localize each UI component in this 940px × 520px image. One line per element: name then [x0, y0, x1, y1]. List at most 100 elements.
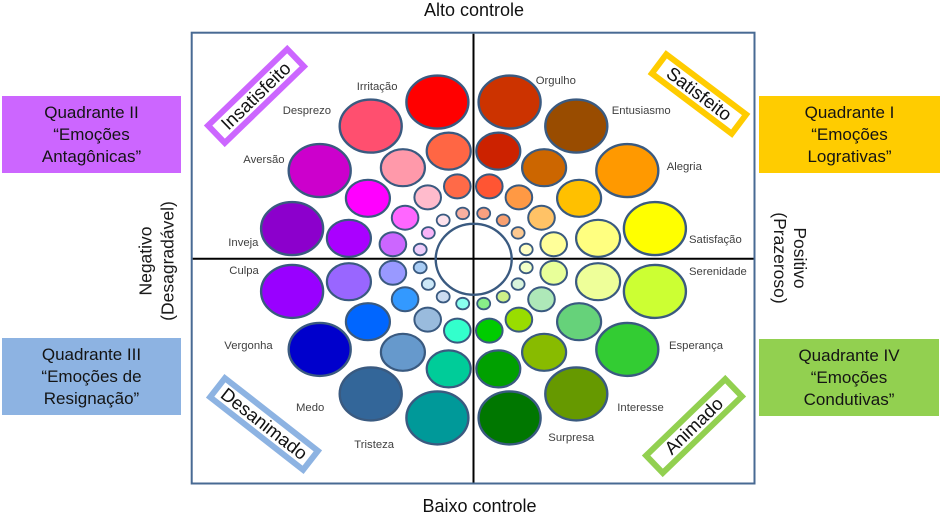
emotion-circle-vergonha-intensity-1 [420, 277, 436, 291]
emotion-circles-group [259, 74, 688, 446]
axis-label-positive: Positivo (Prazeroso) [770, 183, 810, 333]
quadrant-i-name-line1: “Emoções [811, 124, 888, 144]
emotion-circle-serenidade-intensity-4 [622, 263, 688, 320]
axis-label-positive-line2: (Prazeroso) [770, 211, 790, 304]
emotion-circle-inveja-intensity-3 [325, 218, 372, 258]
emotion-circle-surpresa-intensity-4 [477, 390, 542, 446]
emotion-circle-entusiasmo-intensity-1 [495, 213, 511, 228]
axis-label-low-control: Baixo controle [422, 495, 537, 516]
quadrant-iii-title: Quadrante III [41, 344, 142, 364]
quadrant-ii-name-line2: Antagônicas” [41, 146, 142, 166]
quadrant-iv-box: Quadrante IV “Emoções Condutivas” [759, 339, 939, 416]
emotion-circle-esperanca-intensity-2 [527, 286, 556, 313]
emotion-label-desprezo: Desprezo [282, 104, 332, 117]
emotion-circle-surpresa-intensity-2 [475, 317, 504, 344]
emotion-circle-vergonha-intensity-2 [390, 286, 420, 313]
emotion-circle-irritacao-intensity-4 [405, 74, 470, 130]
emotion-circle-serenidade-intensity-3 [574, 262, 622, 302]
quadrant-i-title: Quadrante I [804, 102, 895, 122]
emotion-circle-desprezo-intensity-1 [435, 213, 451, 228]
emotion-circle-culpa-intensity-4 [259, 263, 325, 320]
emotion-circle-alegria-intensity-1 [510, 226, 526, 240]
axis-label-positive-line1: Positivo [790, 226, 810, 289]
emotion-circle-desprezo-intensity-3 [379, 148, 426, 188]
axis-label-negative: Negativo (Desagradável) [136, 186, 179, 336]
center-circle [434, 222, 513, 296]
emotion-label-alegria: Alegria [666, 161, 702, 173]
emotion-circle-aversao-intensity-2 [390, 204, 420, 231]
emotion-circle-orgulho-intensity-4 [477, 74, 542, 130]
emotion-circle-inveja-intensity-2 [378, 231, 408, 258]
emotion-circle-satisfacao-intensity-1 [518, 242, 534, 257]
emotion-circle-desprezo-intensity-2 [413, 184, 443, 211]
emotion-circle-satisfacao-intensity-4 [622, 200, 688, 257]
emotion-circle-esperanca-intensity-3 [555, 302, 603, 342]
quadrant-i-box: Quadrante I “Emoções Logrativas” [759, 96, 940, 173]
emotion-circle-irritacao-intensity-2 [443, 173, 472, 200]
emotion-circle-aversao-intensity-3 [344, 178, 391, 218]
emotion-circle-tristeza-intensity-1 [455, 296, 471, 311]
emotion-label-medo: Medo [296, 401, 325, 414]
emotion-circle-desprezo-intensity-4 [338, 98, 403, 154]
quadrant-iii-name-line2: Resignação” [43, 388, 140, 408]
quadrant-iii-name-line1: “Emoções de [41, 366, 142, 386]
emotion-circle-satisfacao-intensity-3 [574, 218, 622, 258]
emotion-circle-entusiasmo-intensity-4 [544, 98, 609, 154]
emotion-label-interesse: Interesse [617, 401, 664, 414]
emotion-circle-culpa-intensity-2 [378, 259, 408, 286]
emotion-label-aversao: Aversão [243, 154, 285, 166]
emotion-label-entusiasmo: Entusiasmo [611, 105, 671, 117]
emotion-label-serenidade: Serenidade [689, 266, 747, 278]
emotion-circle-vergonha-intensity-3 [344, 302, 391, 342]
emotion-circle-alegria-intensity-3 [555, 178, 603, 218]
emotion-circle-satisfacao-intensity-2 [539, 231, 569, 258]
emotion-circle-aversao-intensity-1 [420, 226, 436, 240]
emotion-circle-aversao-intensity-4 [287, 142, 352, 199]
quadrant-iv-name-line1: “Emoções [810, 367, 888, 387]
emotion-circle-esperanca-intensity-4 [595, 321, 660, 378]
emotion-circle-tristeza-intensity-2 [443, 317, 472, 344]
emotion-label-satisfacao: Satisfação [689, 234, 742, 246]
quadrant-ii-title: Quadrante II [44, 102, 139, 122]
emotion-circle-orgulho-intensity-3 [475, 131, 522, 171]
emotion-circle-inveja-intensity-1 [412, 242, 428, 257]
emotion-circle-orgulho-intensity-1 [476, 206, 492, 221]
emotion-circle-esperanca-intensity-1 [510, 277, 526, 291]
emotion-circle-orgulho-intensity-2 [475, 173, 504, 200]
emotion-circle-surpresa-intensity-1 [476, 296, 492, 311]
axis-label-high-control: Alto controle [423, 0, 525, 20]
emotion-circle-irritacao-intensity-1 [455, 206, 471, 221]
emotion-circle-entusiasmo-intensity-3 [520, 148, 568, 188]
emotion-circle-tristeza-intensity-4 [405, 390, 470, 446]
emotion-circle-irritacao-intensity-3 [425, 131, 472, 171]
axis-label-negative-line1: Negativo [135, 226, 156, 296]
emotion-label-inveja: Inveja [228, 237, 259, 249]
emotion-label-irritacao: Irritação [356, 81, 398, 93]
quadrant-iii-box: Quadrante III “Emoções de Resignação” [2, 338, 181, 415]
axis-label-negative-line2: (Desagradável) [157, 201, 178, 321]
emotion-circle-vergonha-intensity-4 [287, 321, 352, 378]
emotion-circle-serenidade-intensity-2 [539, 259, 569, 286]
quadrant-ii-name-line1: “Emoções [53, 124, 130, 144]
emotion-label-surpresa: Surpresa [548, 432, 595, 444]
emotion-circle-interesse-intensity-4 [544, 366, 609, 422]
quadrant-iv-name-line2: Condutivas” [803, 389, 895, 409]
emotion-circle-interesse-intensity-3 [520, 332, 568, 372]
quadrant-i-name-line2: Logrativas” [807, 146, 892, 166]
emotion-label-orgulho: Orgulho [535, 74, 576, 87]
emotion-circle-alegria-intensity-2 [527, 204, 556, 231]
emotion-circle-culpa-intensity-1 [412, 260, 428, 275]
emotion-circle-surpresa-intensity-3 [475, 349, 522, 389]
emotion-circle-medo-intensity-3 [379, 332, 426, 372]
emotion-circle-alegria-intensity-4 [595, 142, 660, 199]
emotion-circle-interesse-intensity-1 [495, 290, 511, 304]
emotion-label-tristeza: Tristeza [354, 438, 395, 451]
emotion-label-culpa: Culpa [229, 265, 259, 277]
emotion-circle-medo-intensity-4 [338, 366, 403, 422]
emotion-label-vergonha: Vergonha [224, 340, 273, 352]
quadrant-iv-title: Quadrante IV [798, 345, 900, 365]
emotion-label-esperanca: Esperança [669, 340, 724, 352]
quadrant-ii-box: Quadrante II “Emoções Antagônicas” [2, 96, 181, 173]
